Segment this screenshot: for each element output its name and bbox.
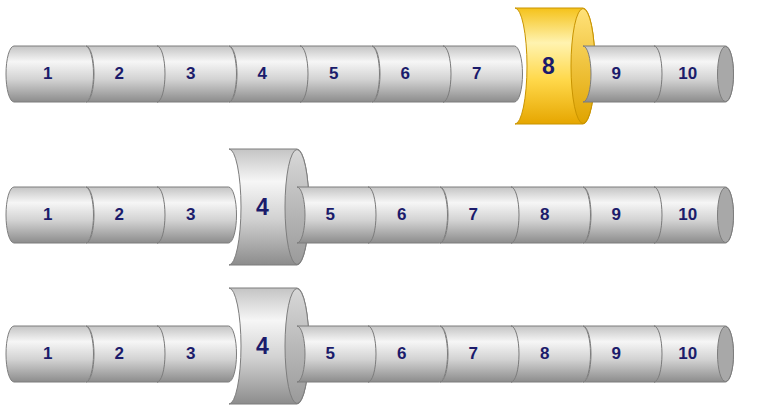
cylinder-segment: 5 bbox=[297, 326, 369, 382]
cylinder-body bbox=[6, 46, 94, 102]
cylinder-segment: 10 bbox=[654, 326, 726, 382]
cylinder-segment: 2 bbox=[86, 46, 158, 102]
highlighted-ring: 8 bbox=[515, 8, 583, 124]
cylinder-segment: 6 bbox=[368, 187, 440, 243]
segment-number: 4 bbox=[258, 64, 267, 84]
segment-number: 6 bbox=[397, 205, 406, 225]
highlighted-ring: 4 bbox=[229, 288, 297, 404]
cylinder-body bbox=[157, 46, 237, 102]
segment-number: 8 bbox=[540, 205, 549, 225]
cylinder-segment: 9 bbox=[583, 46, 655, 102]
cylinder-segment: 10 bbox=[654, 46, 726, 102]
cylinder-body bbox=[297, 326, 377, 382]
segment-number: 7 bbox=[469, 344, 478, 364]
rod-end-cap bbox=[718, 188, 734, 243]
cylinder-segment: 1 bbox=[14, 326, 86, 382]
cylinder-body bbox=[654, 46, 734, 102]
cylinder-body bbox=[6, 187, 94, 243]
segment-number: 2 bbox=[115, 344, 124, 364]
cylinder-body bbox=[6, 326, 94, 382]
cylinder-segment: 5 bbox=[297, 187, 369, 243]
cylinder-body bbox=[515, 8, 595, 124]
cylinder-segment: 6 bbox=[368, 326, 440, 382]
cylinder-body bbox=[440, 326, 520, 382]
cylinder-body bbox=[443, 46, 523, 102]
cylinder-body bbox=[372, 46, 452, 102]
segment-number: 10 bbox=[678, 205, 697, 225]
segment-number: 5 bbox=[329, 64, 338, 84]
cylinder-body bbox=[297, 187, 377, 243]
segment-number: 9 bbox=[612, 344, 621, 364]
cylinder-segment: 3 bbox=[157, 326, 229, 382]
cylinder-segment: 1 bbox=[14, 187, 86, 243]
cylinder-body bbox=[511, 187, 591, 243]
cylinder-body bbox=[654, 326, 734, 382]
segment-number: 2 bbox=[115, 64, 124, 84]
cylinder-body bbox=[583, 187, 663, 243]
cylinder-body bbox=[229, 149, 309, 265]
cylinder-segment: 4 bbox=[229, 46, 301, 102]
cylinder-segment: 7 bbox=[443, 46, 515, 102]
segment-number: 9 bbox=[612, 205, 621, 225]
cylinder-body bbox=[157, 326, 237, 382]
segment-number: 6 bbox=[401, 64, 410, 84]
segment-number: 8 bbox=[540, 344, 549, 364]
segment-number: 4 bbox=[256, 333, 269, 360]
cylinder-segment: 10 bbox=[654, 187, 726, 243]
cylinder-body bbox=[86, 187, 166, 243]
cylinder-body bbox=[229, 46, 309, 102]
cylinder-segment: 1 bbox=[14, 46, 86, 102]
cylinder-body bbox=[511, 326, 591, 382]
cylinder-segment: 8 bbox=[511, 326, 583, 382]
cylinder-segment: 7 bbox=[440, 187, 512, 243]
cylinder-segment: 2 bbox=[86, 187, 158, 243]
cylinder-segment: 9 bbox=[583, 326, 655, 382]
segment-number: 3 bbox=[186, 344, 195, 364]
segment-number: 9 bbox=[612, 64, 621, 84]
cylinder-body bbox=[368, 326, 448, 382]
cylinder-body bbox=[86, 46, 166, 102]
segment-number: 1 bbox=[43, 64, 52, 84]
cylinder-segment: 5 bbox=[300, 46, 372, 102]
segment-number: 10 bbox=[678, 64, 697, 84]
cylinder-body bbox=[300, 46, 380, 102]
cylinder-segment: 3 bbox=[157, 187, 229, 243]
segment-number: 3 bbox=[186, 205, 195, 225]
cylinder-body bbox=[229, 288, 309, 404]
segment-number: 10 bbox=[678, 344, 697, 364]
cylinder-segment: 7 bbox=[440, 326, 512, 382]
highlighted-ring: 4 bbox=[229, 149, 297, 265]
cylinder-body bbox=[583, 46, 663, 102]
rod-end-cap bbox=[718, 327, 734, 382]
cylinder-segment: 8 bbox=[511, 187, 583, 243]
segment-number: 1 bbox=[43, 344, 52, 364]
segment-number: 1 bbox=[43, 205, 52, 225]
cylinder-body bbox=[583, 326, 663, 382]
cylinder-segment: 6 bbox=[372, 46, 444, 102]
cylinder-segment: 9 bbox=[583, 187, 655, 243]
cylinder-segment: 2 bbox=[86, 326, 158, 382]
cylinder-body bbox=[440, 187, 520, 243]
rod-end-cap bbox=[718, 47, 734, 102]
segment-number: 8 bbox=[542, 53, 555, 80]
segment-number: 6 bbox=[397, 344, 406, 364]
cylinder-body bbox=[86, 326, 166, 382]
segment-number: 5 bbox=[326, 344, 335, 364]
segment-number: 5 bbox=[326, 205, 335, 225]
segment-number: 3 bbox=[186, 64, 195, 84]
cylinder-body bbox=[157, 187, 237, 243]
segment-number: 7 bbox=[472, 64, 481, 84]
segment-number: 2 bbox=[115, 205, 124, 225]
segment-number: 4 bbox=[256, 194, 269, 221]
cylinder-body bbox=[654, 187, 734, 243]
cylinder-body bbox=[368, 187, 448, 243]
segment-number: 7 bbox=[469, 205, 478, 225]
cylinder-segment: 3 bbox=[157, 46, 229, 102]
